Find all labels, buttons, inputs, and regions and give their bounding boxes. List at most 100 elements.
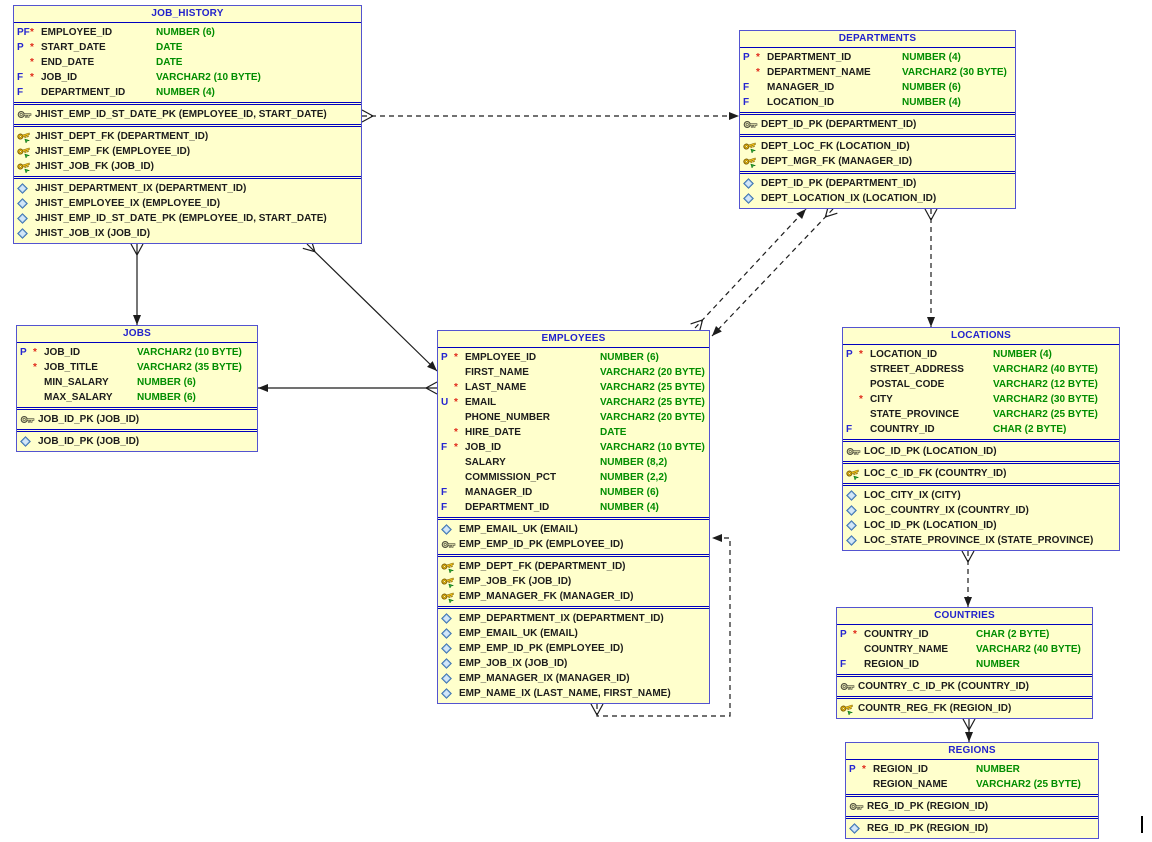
fk-row: DEPT_MGR_FK (MANAGER_ID) <box>740 154 1015 169</box>
relationship-emp-manager-fk[interactable] <box>596 537 731 717</box>
primary-key-icon <box>743 119 761 130</box>
unique-key-row: EMP_EMAIL_UK (EMAIL) <box>438 522 709 537</box>
index-row: EMP_EMAIL_UK (EMAIL) <box>438 626 709 641</box>
index-row: LOC_CITY_IX (CITY) <box>843 488 1119 503</box>
entity-title: REGIONS <box>846 743 1098 760</box>
column-datatype: VARCHAR2 (10 BYTE) <box>137 347 242 358</box>
index-icon <box>20 436 38 447</box>
key-text: LOC_C_ID_FK (COUNTRY_ID) <box>864 468 1007 479</box>
relationship-emp-dept-fk[interactable] <box>694 208 807 329</box>
entity-title: COUNTRIES <box>837 608 1092 625</box>
key-text: REG_ID_PK (REGION_ID) <box>867 801 989 812</box>
key-text: JOB_ID_PK (JOB_ID) <box>38 436 140 447</box>
column-flags: * <box>33 362 37 373</box>
column-datatype: VARCHAR2 (35 BYTE) <box>137 362 242 373</box>
index-row: EMP_EMP_ID_PK (EMPLOYEE_ID) <box>438 641 709 656</box>
relationship-jhist-emp-fk[interactable] <box>306 243 438 372</box>
column-name: JOB_ID <box>465 442 502 453</box>
column-flags <box>20 375 44 390</box>
column-datatype: NUMBER (6) <box>600 352 659 363</box>
index-row: JHIST_EMP_ID_ST_DATE_PK (EMPLOYEE_ID, ST… <box>14 211 361 226</box>
column-datatype: NUMBER <box>976 764 1020 775</box>
index-section: DEPT_ID_PK (DEPARTMENT_ID)DEPT_LOCATION_… <box>740 171 1015 208</box>
crow-foot-prong <box>924 208 932 221</box>
entity-title: JOBS <box>17 326 257 343</box>
key-text: JHIST_JOB_FK (JOB_ID) <box>35 161 154 172</box>
column-name: START_DATE <box>41 42 106 53</box>
column-name: LOCATION_ID <box>767 97 835 108</box>
column-flags: F <box>840 659 847 670</box>
column-flags: P* <box>849 764 866 775</box>
key-text: EMP_JOB_FK (JOB_ID) <box>459 576 572 587</box>
index-icon <box>846 490 864 501</box>
column-datatype: NUMBER (6) <box>600 487 659 498</box>
column-datatype: VARCHAR2 (30 BYTE) <box>993 394 1098 405</box>
key-text: DEPT_ID_PK (DEPARTMENT_ID) <box>761 119 917 130</box>
key-text: JHIST_DEPT_FK (DEPARTMENT_ID) <box>35 131 209 142</box>
fk-row: COUNTR_REG_FK (REGION_ID) <box>837 701 1092 716</box>
column-flags: F <box>846 424 853 435</box>
index-icon <box>17 228 35 239</box>
relationship-arrowhead <box>964 597 972 607</box>
column-name: DEPARTMENT_ID <box>41 87 126 98</box>
key-text: EMP_EMAIL_UK (EMAIL) <box>459 524 578 535</box>
relationship-dept-mgr-fk[interactable] <box>711 208 834 337</box>
column-datatype: VARCHAR2 (40 BYTE) <box>976 644 1081 655</box>
pk-section: COUNTRY_C_ID_PK (COUNTRY_ID) <box>837 674 1092 696</box>
key-text: EMP_NAME_IX (LAST_NAME, FIRST_NAME) <box>459 688 671 699</box>
index-row: JHIST_EMPLOYEE_IX (EMPLOYEE_ID) <box>14 196 361 211</box>
entity-title: DEPARTMENTS <box>740 31 1015 48</box>
fk-row: JHIST_JOB_FK (JOB_ID) <box>14 159 361 174</box>
index-icon <box>743 193 761 204</box>
column-name: CITY <box>870 394 893 405</box>
column-datatype: DATE <box>600 427 627 438</box>
column-name: COUNTRY_NAME <box>864 644 949 655</box>
column-flags: P* <box>17 42 34 53</box>
column-name: DEPARTMENT_ID <box>767 52 852 63</box>
column-flags: U* <box>441 397 458 408</box>
index-row: JOB_ID_PK (JOB_ID) <box>17 434 257 449</box>
fk-row: EMP_MANAGER_FK (MANAGER_ID) <box>438 589 709 604</box>
column-name: JOB_ID <box>41 72 78 83</box>
index-row: EMP_DEPARTMENT_IX (DEPARTMENT_ID) <box>438 611 709 626</box>
column-flags <box>849 777 873 792</box>
column-datatype: VARCHAR2 (40 BYTE) <box>993 364 1098 375</box>
key-text: LOC_CITY_IX (CITY) <box>864 490 961 501</box>
index-icon <box>441 643 459 654</box>
column-datatype: VARCHAR2 (25 BYTE) <box>600 397 705 408</box>
crow-foot-prong <box>590 703 598 716</box>
foreign-key-icon <box>743 156 761 168</box>
text-cursor <box>1141 816 1143 833</box>
foreign-key-icon <box>441 591 459 603</box>
index-icon <box>441 688 459 699</box>
key-text: JHIST_DEPARTMENT_IX (DEPARTMENT_ID) <box>35 183 247 194</box>
column-datatype: VARCHAR2 (12 BYTE) <box>993 379 1098 390</box>
column-flags <box>441 455 465 470</box>
crow-foot-prong <box>130 243 138 256</box>
column-datatype: NUMBER (4) <box>902 52 961 63</box>
pk-row: REG_ID_PK (REGION_ID) <box>846 799 1098 814</box>
index-icon <box>846 505 864 516</box>
pk-section: EMP_EMAIL_UK (EMAIL)EMP_EMP_ID_PK (EMPLO… <box>438 517 709 554</box>
column-datatype: NUMBER (6) <box>156 27 215 38</box>
column-datatype: NUMBER (6) <box>137 392 196 403</box>
